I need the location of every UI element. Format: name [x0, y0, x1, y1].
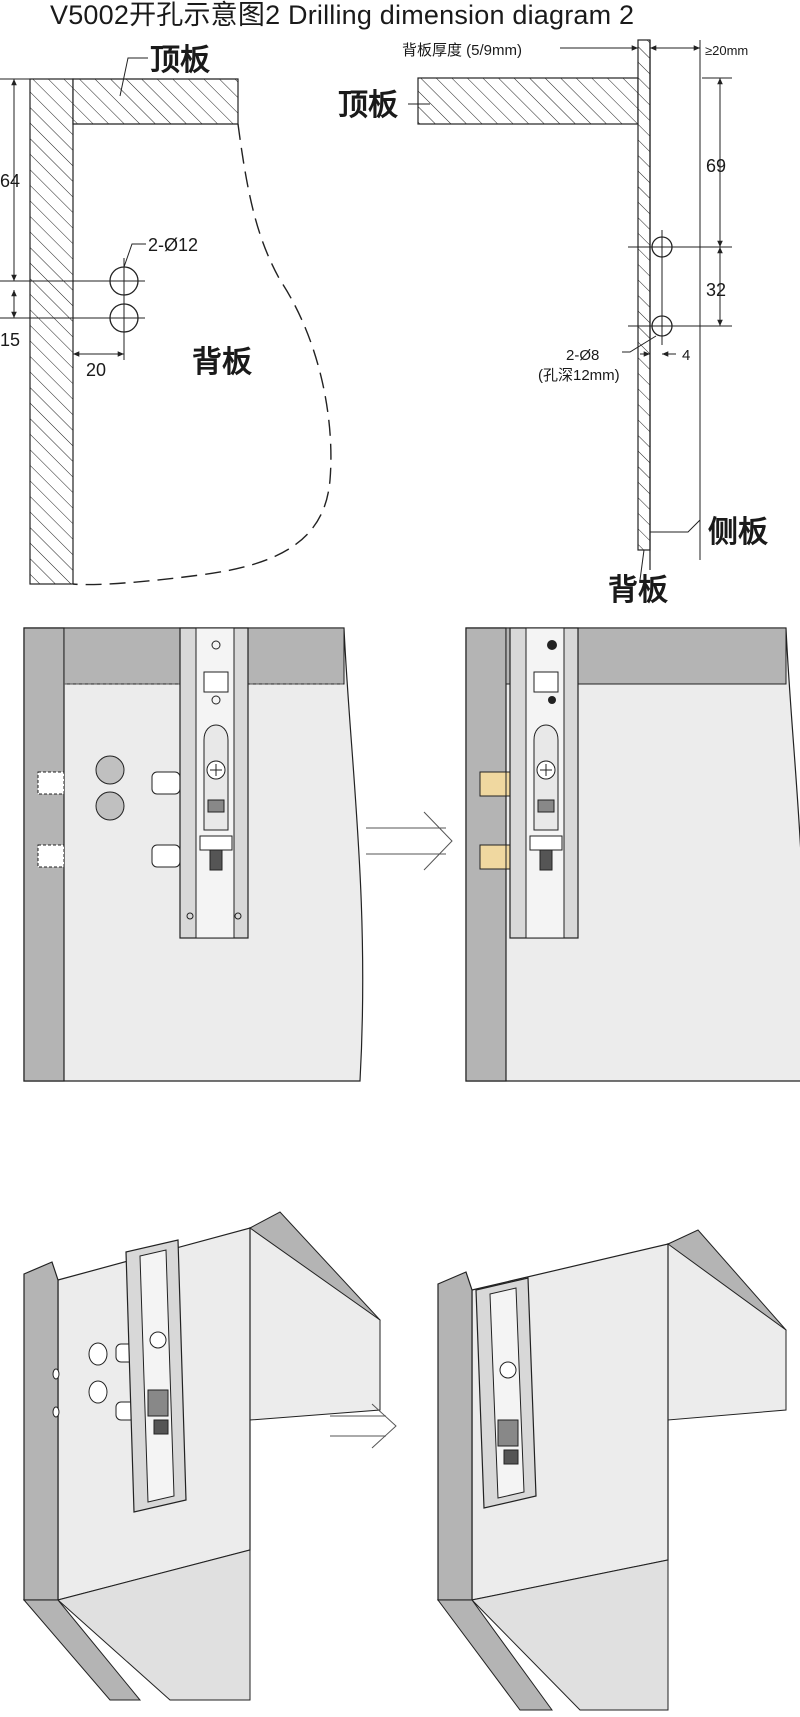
- hole-depth: (孔深12mm): [538, 367, 620, 384]
- right-top-panel-label: 顶板: [338, 89, 398, 122]
- iso-before-view: [22, 1211, 381, 1701]
- side-panel-section: [29, 78, 74, 585]
- dim-69: 69: [706, 156, 726, 176]
- iso-after-view: [437, 1229, 787, 1711]
- side-panel-label: 侧板: [708, 516, 768, 549]
- hole-spec-8: 2-Ø8: [566, 347, 599, 364]
- dim-64: 64: [0, 171, 20, 191]
- right-top-panel: [417, 77, 639, 125]
- dim-32: 32: [706, 280, 726, 300]
- assembly-before-view: [23, 627, 364, 1082]
- arrow-1: [366, 811, 453, 871]
- assembly-after-view: [465, 627, 800, 1082]
- arrow-2: [330, 1403, 397, 1449]
- left-drilling-view: 顶板 背板 64 15 20 2-Ø12: [0, 44, 332, 586]
- left-top-panel-label: 顶板: [150, 44, 210, 77]
- right-back-panel: [637, 39, 651, 551]
- left-back-panel-label: 背板: [192, 346, 252, 379]
- min-gap-label: ≥20mm: [705, 43, 748, 58]
- back-thickness-label: 背板厚度 (5/9mm): [402, 41, 522, 59]
- dim-20: 20: [86, 360, 106, 380]
- dim-4: 4: [682, 347, 690, 364]
- dim-15: 15: [0, 330, 20, 350]
- top-panel-section: [72, 78, 239, 125]
- right-back-panel-label: 背板: [608, 574, 668, 607]
- page-title: V5002开孔示意图2 Drilling dimension diagram 2: [50, 0, 635, 30]
- right-section-view: 背板厚度 (5/9mm) ≥20mm 顶板 69 32 4 2-Ø8 (孔深12…: [338, 39, 768, 607]
- back-panel-outline: [72, 123, 332, 586]
- hole-spec-12: 2-Ø12: [148, 235, 198, 255]
